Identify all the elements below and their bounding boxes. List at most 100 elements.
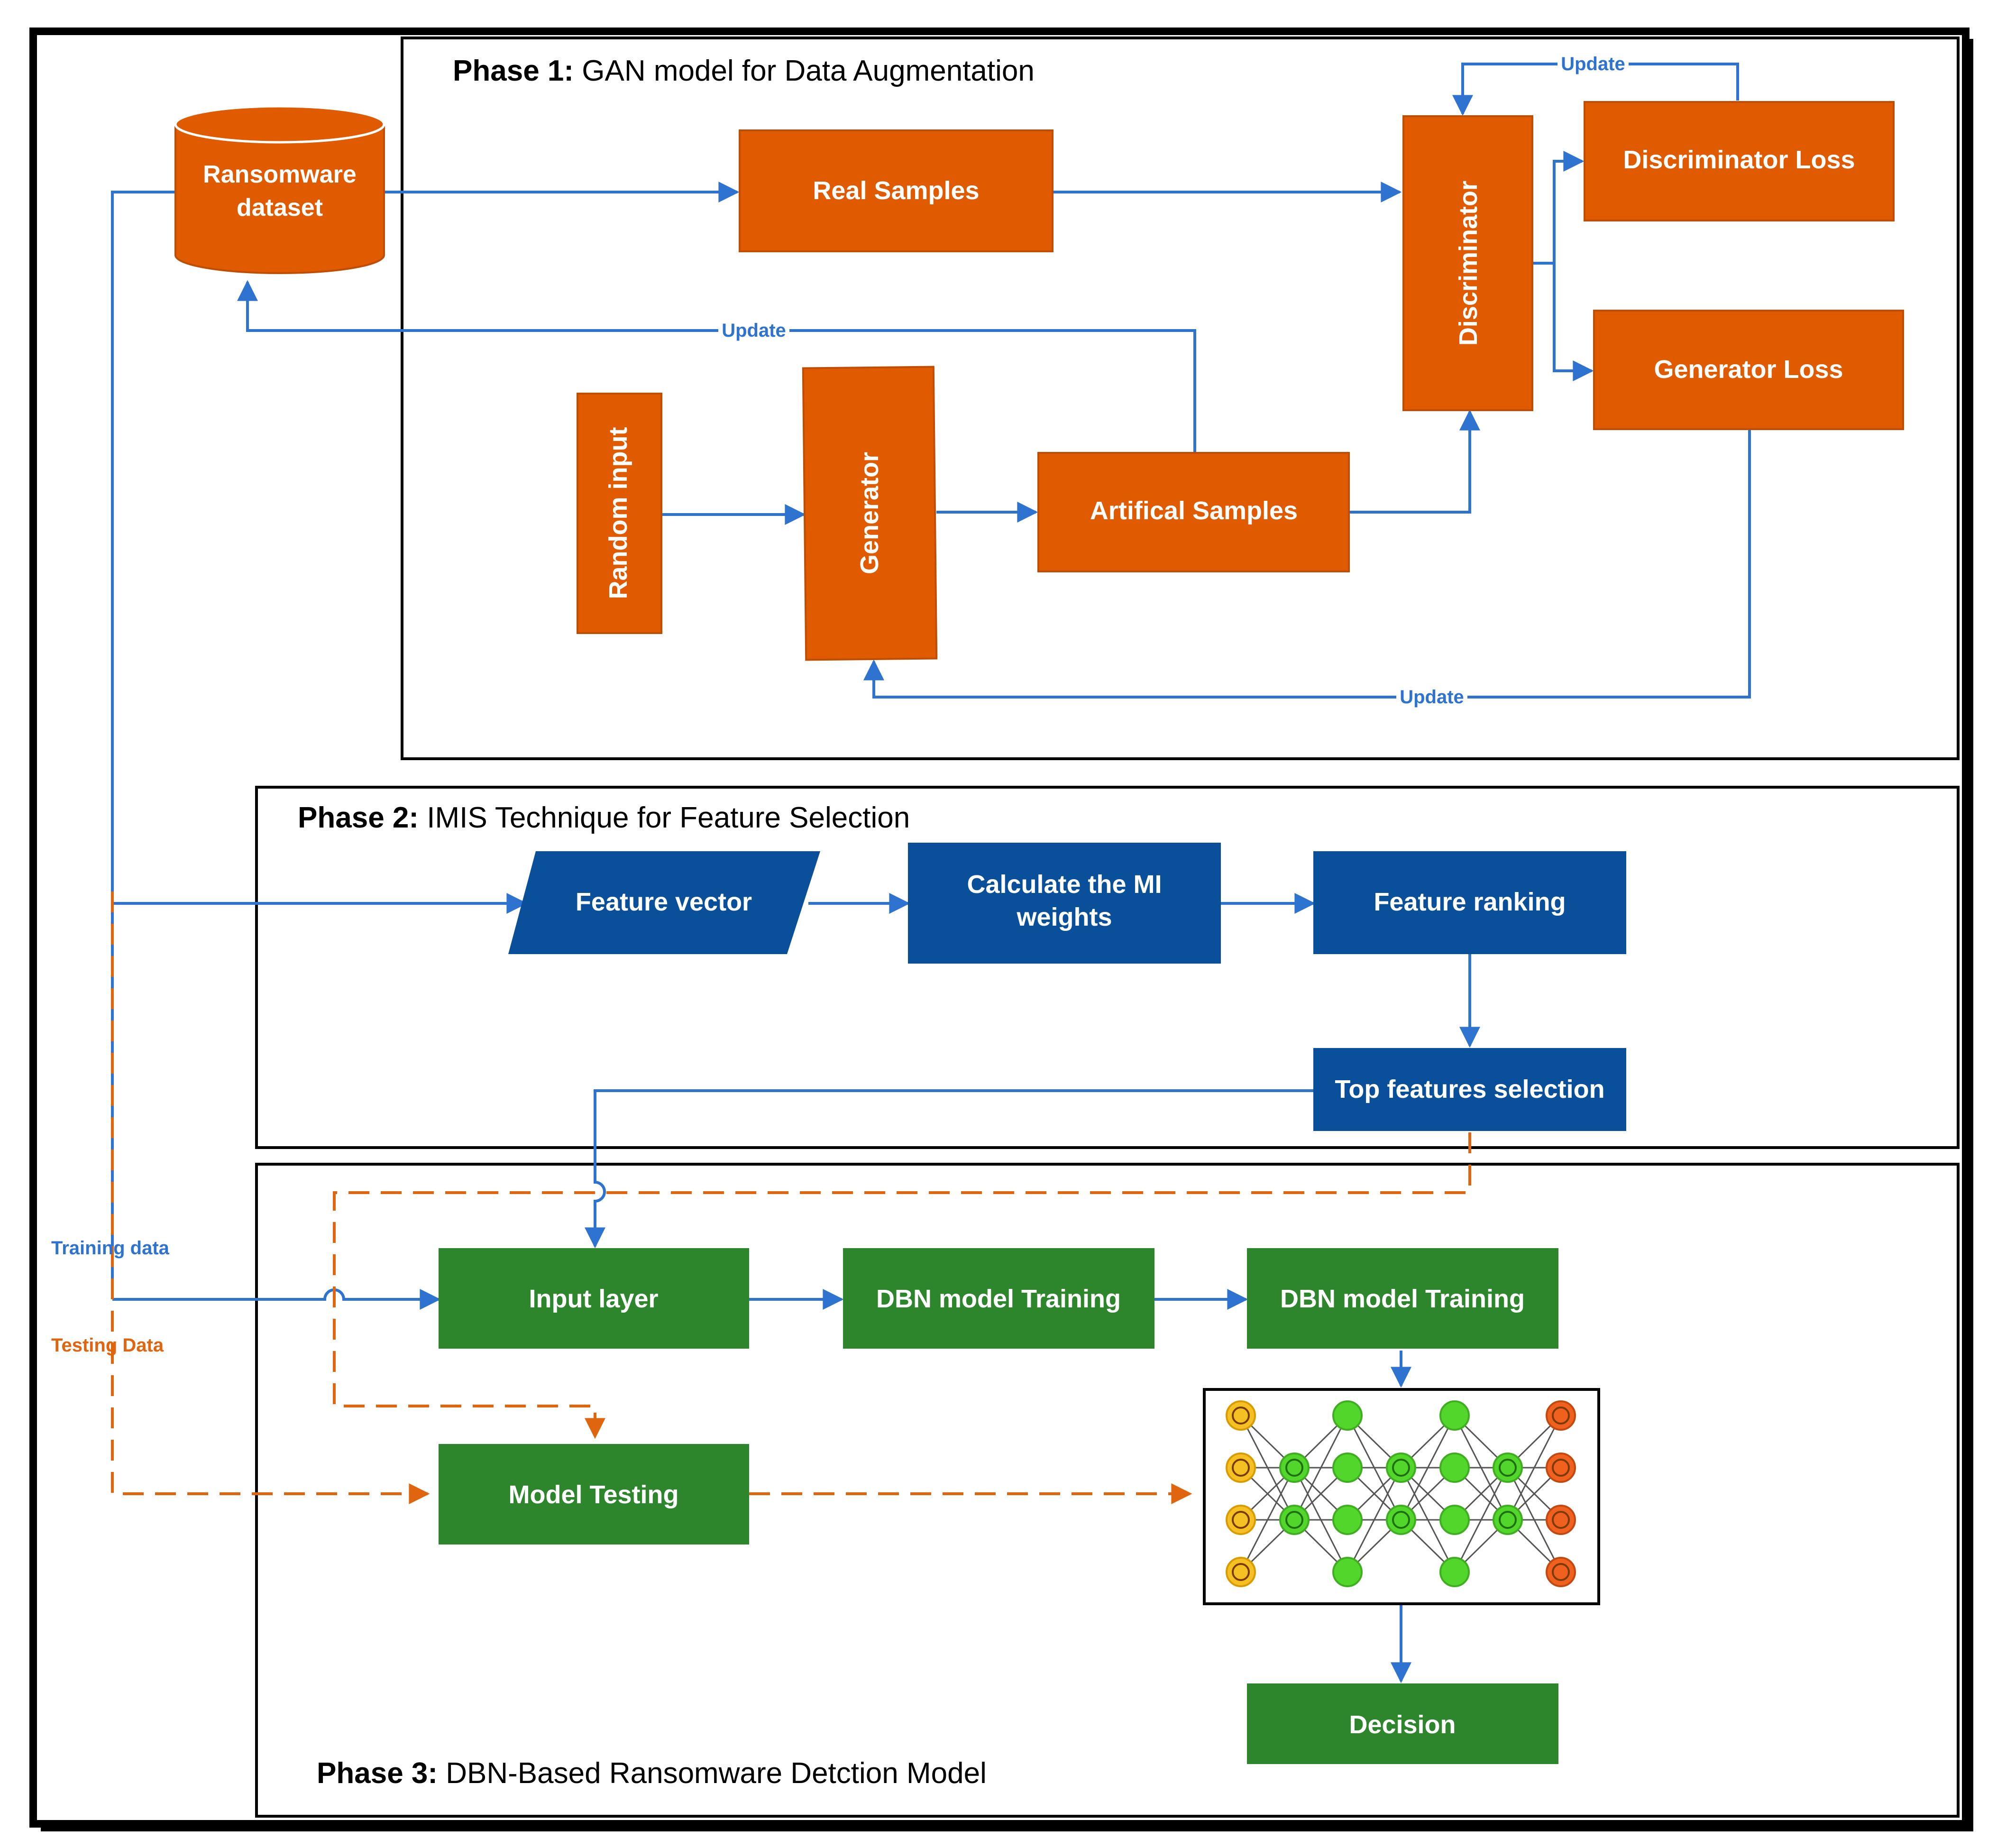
model-testing-rect — [439, 1444, 749, 1545]
input-layer-node — [1226, 1557, 1256, 1587]
hidden-layer-node — [1279, 1453, 1310, 1483]
real-samples-box: Real Samples — [739, 129, 1053, 252]
decision-label: Decision — [1349, 1710, 1456, 1739]
hidden-layer-node — [1439, 1557, 1470, 1587]
hidden-node-ring — [1392, 1511, 1410, 1529]
discriminator-loss-box: Discriminator Loss — [1584, 101, 1895, 221]
hidden-layer-node — [1332, 1557, 1363, 1587]
discriminator-rect — [1402, 115, 1533, 411]
hidden-layer-node — [1439, 1505, 1470, 1535]
phase1-title-text: GAN model for Data Augmentation — [574, 55, 1035, 87]
output-layer-node — [1546, 1453, 1576, 1483]
artificial-samples-rect — [1037, 452, 1350, 572]
feature-vector-label: Feature vector — [576, 888, 752, 916]
model-testing-box: Model Testing — [439, 1444, 749, 1545]
input-layer-box: Input layer — [439, 1248, 749, 1349]
random-input-label: Random input — [604, 427, 632, 599]
artificial-samples-box: Artifical Samples — [1037, 452, 1350, 572]
output-node-ring — [1552, 1511, 1570, 1529]
neural-network-nodes — [1226, 1400, 1576, 1587]
discriminator-box: Discriminator — [1402, 115, 1533, 411]
dbn-training-label-1: DBN model Training — [876, 1285, 1121, 1313]
hidden-layer-node — [1386, 1505, 1416, 1535]
dataset-label-line2: dataset — [237, 194, 323, 221]
real-samples-label: Real Samples — [813, 176, 979, 205]
arrow-top-features-to-input-layer — [585, 1089, 1313, 1249]
hidden-layer-node — [1493, 1505, 1523, 1535]
input-node-ring — [1232, 1511, 1250, 1529]
discriminator-loss-label: Discriminator Loss — [1623, 146, 1855, 174]
input-node-ring — [1232, 1407, 1250, 1425]
top-features-box: Top features selection — [1313, 1048, 1626, 1131]
hidden-node-ring — [1392, 1459, 1410, 1477]
dashed-testing-trunk — [111, 892, 430, 1504]
output-node-ring — [1552, 1563, 1570, 1581]
discriminator-label: Discriminator — [1454, 181, 1483, 346]
discriminator-loss-rect — [1584, 101, 1895, 221]
phase3-container — [255, 1163, 1960, 1818]
network-connection — [1454, 1467, 1509, 1572]
dbn-training-rect-2 — [1247, 1248, 1558, 1349]
generator-label: Generator — [855, 452, 884, 574]
input-layer-label: Input layer — [529, 1285, 658, 1313]
feature-ranking-label: Feature ranking — [1374, 888, 1566, 916]
phase2-title-bold: Phase 2: — [298, 801, 419, 834]
dbn-training-box-1: DBN model Training — [843, 1248, 1154, 1349]
dataset-label-line1: Ransomware — [203, 161, 357, 188]
training-data-label: Training data — [51, 1238, 170, 1259]
top-features-label: Top features selection — [1335, 1075, 1604, 1103]
phase1-title-bold: Phase 1: — [453, 55, 574, 87]
hidden-node-ring — [1285, 1511, 1303, 1529]
dataset-cylinder-top — [174, 105, 385, 144]
input-layer-node — [1226, 1400, 1256, 1431]
model-testing-label: Model Testing — [509, 1480, 679, 1509]
phase2-container — [255, 786, 1960, 1149]
random-input-box: Random input — [577, 393, 662, 634]
phase2-title: Phase 2: IMIS Technique for Feature Sele… — [298, 801, 910, 834]
update-label-middle: Update — [722, 320, 786, 341]
output-layer-node — [1546, 1400, 1576, 1431]
hidden-layer-node — [1332, 1505, 1363, 1535]
phase3-title-text: DBN-Based Ransomware Detction Model — [438, 1757, 987, 1790]
network-connection — [1293, 1415, 1348, 1520]
generator-rect — [802, 366, 938, 661]
decision-box: Decision — [1247, 1683, 1558, 1764]
phase1-title: Phase 1: GAN model for Data Augmentation — [453, 55, 1035, 87]
output-layer-node — [1546, 1557, 1576, 1587]
network-connection — [1347, 1467, 1402, 1572]
output-layer-node — [1546, 1505, 1576, 1535]
feature-ranking-rect — [1313, 851, 1626, 954]
neural-network-frame — [1203, 1388, 1600, 1605]
calculate-mi-box: Calculate the MI weights — [908, 843, 1221, 964]
ransomware-dataset: Ransomware dataset — [174, 105, 385, 274]
dbn-training-rect-1 — [843, 1248, 1154, 1349]
update-label-bg-top — [1557, 52, 1629, 76]
phase2-title-text: IMIS Technique for Feature Selection — [419, 801, 910, 834]
arrow-artificial-samples-to-discriminator — [1349, 409, 1480, 514]
arrow-discriminator-to-gen-loss — [1553, 263, 1594, 381]
testing-data-label: Testing Data — [51, 1335, 164, 1356]
hidden-layer-node — [1439, 1400, 1470, 1431]
hidden-node-ring — [1285, 1459, 1303, 1477]
output-node-ring — [1552, 1407, 1570, 1425]
calculate-mi-label-line2: weights — [1016, 903, 1112, 931]
dbn-training-label-2: DBN model Training — [1280, 1285, 1525, 1313]
input-node-ring — [1232, 1563, 1250, 1581]
hidden-layer-node — [1332, 1400, 1363, 1431]
generator-box: Generator — [802, 366, 938, 661]
top-features-rect — [1313, 1048, 1626, 1131]
hidden-layer-node — [1386, 1453, 1416, 1483]
input-layer-rect — [439, 1248, 749, 1349]
real-samples-rect — [739, 129, 1053, 252]
dbn-training-box-2: DBN model Training — [1247, 1248, 1558, 1349]
generator-loss-label: Generator Loss — [1654, 355, 1843, 384]
feature-vector-box: Feature vector — [508, 851, 820, 954]
decision-rect — [1247, 1683, 1558, 1764]
generator-loss-box: Generator Loss — [1593, 310, 1904, 430]
hidden-node-ring — [1499, 1459, 1517, 1477]
network-connection — [1240, 1467, 1295, 1572]
calculate-mi-label-line1: Calculate the MI — [967, 870, 1162, 899]
random-input-rect — [577, 393, 662, 634]
hidden-layer-node — [1332, 1453, 1363, 1483]
feature-vector-parallelogram — [508, 851, 820, 954]
